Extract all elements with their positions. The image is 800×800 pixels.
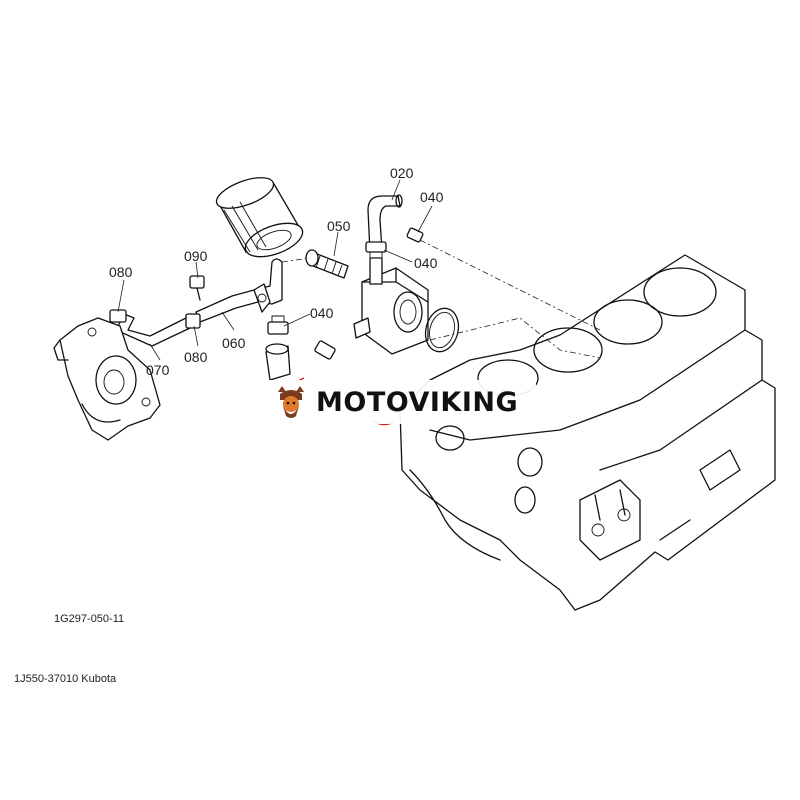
callout-080-bottom: 080 <box>184 349 208 365</box>
engine-block <box>399 254 776 611</box>
diagram-code: 1G297-050-11 <box>54 613 125 625</box>
callout-020: 020 <box>390 165 414 181</box>
oil-filter <box>215 177 304 258</box>
pipe-060 <box>195 258 283 323</box>
callout-090: 090 <box>184 248 208 264</box>
part-number-label: 1J550-37010 Kubota <box>14 673 117 685</box>
callout-070: 070 <box>146 362 170 378</box>
callout-060: 060 <box>222 335 246 351</box>
hose-clamp-040-mid <box>365 241 387 259</box>
pipe-020 <box>367 194 403 253</box>
hose-clamp-cooler <box>314 340 336 360</box>
oil-cooler <box>353 257 460 355</box>
hose-clamp-040-top <box>406 227 424 243</box>
callout-050: 050 <box>327 218 351 234</box>
watermark-banner: MOTOVIKING <box>264 380 536 424</box>
callout-040-top: 040 <box>420 189 444 205</box>
callout-080-left: 080 <box>109 264 133 280</box>
callout-040-mid: 040 <box>414 255 438 271</box>
watermark-text: MOTOVIKING <box>316 386 519 418</box>
water-pump-housing <box>53 317 161 441</box>
hose-clamp-080-bottom <box>185 313 201 329</box>
bolt-090 <box>189 275 205 301</box>
callout-040-low: 040 <box>310 305 334 321</box>
hose-clamp-040-low <box>267 315 289 335</box>
adapter-050 <box>305 249 349 279</box>
viking-logo-icon <box>278 386 304 418</box>
hose-short <box>265 343 291 381</box>
leader-lines <box>117 179 601 361</box>
